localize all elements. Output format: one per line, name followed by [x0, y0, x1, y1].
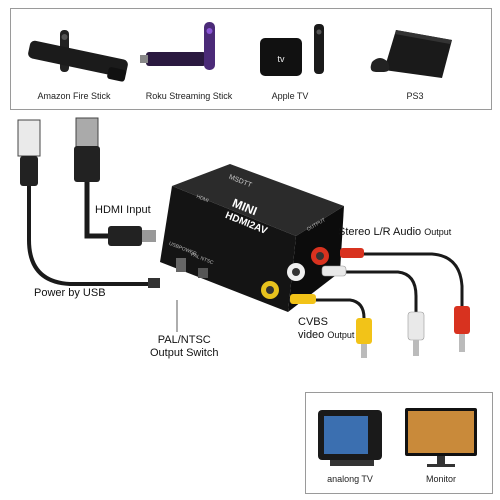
stereo-audio-callout: Stereo L/R Audio Output: [338, 226, 451, 238]
pal-ntsc-line1: PAL/NTSC: [157, 334, 211, 346]
ps3-icon: [370, 30, 452, 78]
white-audio-cable: [321, 265, 425, 356]
usb-cable: [17, 119, 160, 288]
stereo-audio-output: Output: [424, 227, 452, 237]
hdmi-input-callout: HDMI Input: [95, 204, 151, 216]
svg-text:tv: tv: [277, 54, 285, 64]
pal-ntsc-line2: Output Switch: [150, 347, 219, 359]
stereo-audio-main: Stereo L/R Audio: [338, 226, 422, 238]
device-label-ps3: PS3: [406, 91, 424, 101]
converter-box: [160, 164, 344, 312]
pal-ntsc-callout: PAL/NTSC Output Switch: [150, 334, 218, 360]
red-audio-cable: [340, 248, 470, 352]
apple-tv-icon: tv: [260, 24, 324, 76]
device-label-monitor: Monitor: [425, 474, 456, 484]
cvbs-callout: CVBS video Output: [298, 316, 354, 342]
monitor-icon: [405, 408, 477, 467]
display-devices-panel: [305, 392, 493, 494]
device-label-analog-tv: analong TV: [327, 474, 373, 484]
power-usb-callout: Power by USB: [34, 287, 106, 299]
device-label-roku: Roku Streaming Stick: [145, 91, 233, 101]
yellow-video-cable: [290, 294, 372, 358]
hdmi-cable: [74, 117, 156, 246]
device-label-apple-tv: Apple TV: [271, 91, 309, 101]
video-main: video: [298, 329, 325, 341]
cvbs-line1: CVBS: [298, 316, 328, 328]
device-label-fire-stick: Amazon Fire Stick: [37, 91, 111, 101]
roku-stick-icon: [140, 22, 215, 70]
crt-tv-icon: [318, 410, 382, 466]
fire-stick-icon: [28, 30, 128, 82]
video-output: Output: [327, 330, 355, 340]
